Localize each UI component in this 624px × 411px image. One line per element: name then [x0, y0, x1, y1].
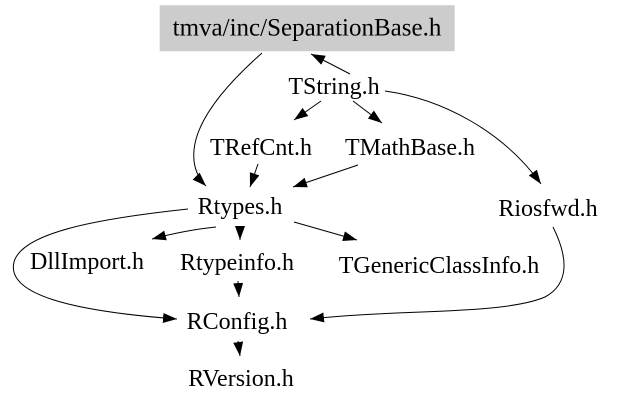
node-tstring[interactable]: TString.h — [288, 73, 380, 100]
edge-tstring-to-riosfwd — [384, 90, 542, 185]
node-riosfwd[interactable]: Riosfwd.h — [498, 195, 598, 222]
edge-root-to-rtypes — [192, 52, 263, 187]
node-tgenericclassinfo[interactable]: TGenericClassInfo.h — [338, 252, 540, 279]
edge-rtypes-to-rconfig — [12, 208, 189, 323]
edge-tstring-to-tmathbase — [352, 100, 383, 124]
edge-tstring-to-trefcnt — [293, 100, 322, 121]
edge-rconfig-to-rversion — [233, 340, 244, 357]
node-rtypes[interactable]: Rtypes.h — [197, 193, 283, 220]
edge-trefcnt-to-rtypes — [249, 163, 260, 188]
edge-rtypeinfo-to-rconfig — [233, 280, 244, 298]
edge-riosfwd-to-rconfig — [309, 226, 565, 323]
edge-rtypes-to-tgenericclassinfo — [293, 221, 358, 241]
edge-tstring-to-root — [310, 53, 351, 75]
node-rversion[interactable]: RVersion.h — [188, 365, 294, 392]
edge-rtypes-to-dllimport — [151, 226, 217, 241]
node-rconfig[interactable]: RConfig.h — [186, 308, 288, 335]
node-rtypeinfo[interactable]: Rtypeinfo.h — [180, 249, 294, 276]
node-tmathbase[interactable]: TMathBase.h — [345, 134, 475, 161]
node-separationbase: tmva/inc/SeparationBase.h — [159, 5, 455, 51]
node-trefcnt[interactable]: TRefCnt.h — [210, 134, 312, 161]
node-dllimport[interactable]: DllImport.h — [30, 248, 144, 275]
edge-tmathbase-to-rtypes — [292, 164, 359, 188]
